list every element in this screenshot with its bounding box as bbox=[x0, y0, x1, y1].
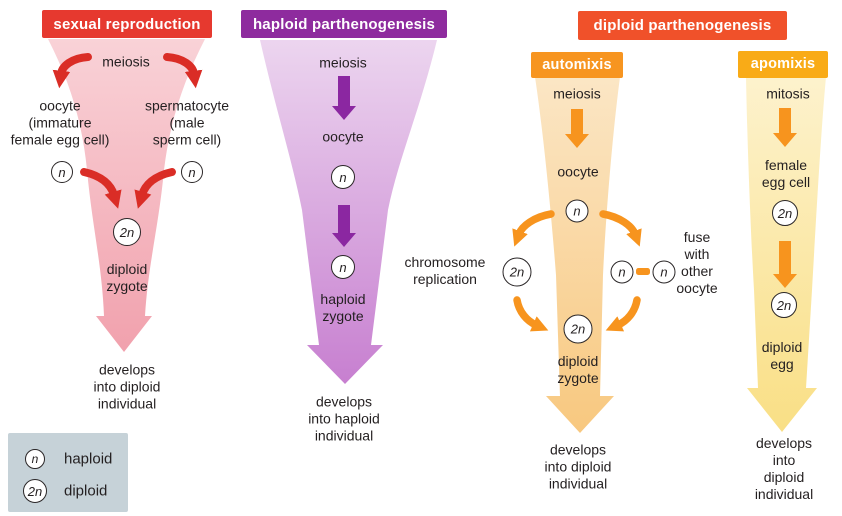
fuse-link-dash bbox=[636, 268, 650, 275]
apomixis-egg-cell-ploidy-circle: 2n bbox=[772, 200, 798, 226]
apomixis-mitosis-label: mitosis bbox=[766, 85, 810, 102]
fuse-with-other-oocyte-label: fuse with other oocyte bbox=[676, 228, 718, 297]
haploid-meiosis-arrow bbox=[332, 76, 356, 120]
automixis-zygote-label: diploid zygote bbox=[557, 352, 599, 386]
haploid-oocyte-arrow bbox=[332, 205, 356, 247]
sexual-spermatocyte-label: spermatocyte (male sperm cell) bbox=[144, 97, 230, 148]
sexual-outcome-label: develops into diploid individual bbox=[93, 361, 161, 412]
meiosis-to-oocyte-arrow bbox=[52, 53, 92, 89]
automixis-funnel-arrow bbox=[535, 77, 620, 433]
automixis-fuse-left-ploidy-circle: n bbox=[610, 260, 634, 284]
header-diploid-parthenogenesis: diploid parthenogenesis bbox=[578, 11, 787, 40]
header-sexual-reproduction: sexual reproduction bbox=[42, 10, 212, 38]
legend-haploid-circle: n bbox=[25, 449, 45, 469]
spermatocyte-to-zygote-arrow bbox=[134, 168, 176, 209]
sexual-oocyte-ploidy-circle: n bbox=[51, 161, 73, 183]
apomixis-mitosis-arrow bbox=[773, 108, 797, 147]
apomixis-egg-ploidy-circle: 2n bbox=[771, 292, 797, 318]
automixis-outcome-label: develops into diploid individual bbox=[544, 441, 612, 492]
automixis-fuse-right-ploidy-circle: n bbox=[652, 260, 676, 284]
haploid-outcome-label: develops into haploid individual bbox=[308, 393, 380, 444]
header-haploid-parthenogenesis: haploid parthenogenesis bbox=[241, 10, 447, 38]
apomixis-eggcell-arrow bbox=[773, 241, 797, 288]
automixis-left-merge-arrow bbox=[513, 296, 549, 332]
haploid-oocyte-label: oocyte bbox=[322, 128, 364, 145]
automixis-meiosis-arrow bbox=[565, 109, 589, 148]
ploidy-legend: n haploid 2n diploid bbox=[8, 433, 128, 512]
automixis-replication-ploidy-circle: 2n bbox=[502, 257, 532, 287]
chromosome-replication-label: chromosome replication bbox=[404, 253, 486, 287]
apomixis-egg-cell-label: female egg cell bbox=[761, 156, 811, 190]
sexual-oocyte-label: oocyte (immature female egg cell) bbox=[10, 97, 110, 148]
automixis-oocyte-label: oocyte bbox=[557, 163, 599, 180]
legend-diploid-label: diploid bbox=[64, 482, 108, 500]
legend-diploid-circle: 2n bbox=[23, 479, 47, 503]
automixis-meiosis-label: meiosis bbox=[553, 85, 601, 102]
legend-haploid-label: haploid bbox=[64, 450, 113, 468]
apomixis-egg-label: diploid egg bbox=[761, 338, 803, 372]
haploid-meiosis-label: meiosis bbox=[319, 54, 367, 71]
meiosis-to-spermatocyte-arrow bbox=[163, 53, 203, 89]
haploid-oocyte-ploidy-circle: n bbox=[331, 165, 355, 189]
sexual-spermatocyte-ploidy-circle: n bbox=[181, 161, 203, 183]
header-automixis: automixis bbox=[531, 52, 623, 78]
sexual-meiosis-label: meiosis bbox=[102, 53, 150, 70]
sexual-zygote-ploidy-circle: 2n bbox=[113, 218, 141, 246]
header-apomixis: apomixis bbox=[738, 51, 828, 78]
automixis-right-merge-arrow bbox=[605, 296, 641, 332]
sexual-funnel-arrow bbox=[48, 39, 205, 352]
sexual-zygote-label: diploid zygote bbox=[106, 260, 148, 294]
haploid-zygote-label: haploid zygote bbox=[320, 290, 366, 324]
automixis-oocyte-ploidy-circle: n bbox=[565, 199, 589, 223]
oocyte-to-zygote-arrow bbox=[80, 168, 122, 209]
automixis-left-down-arrow bbox=[512, 210, 555, 247]
apomixis-outcome-label: develops into diploid individual bbox=[754, 434, 814, 503]
automixis-right-down-arrow bbox=[599, 210, 642, 247]
haploid-zygote-ploidy-circle: n bbox=[331, 255, 355, 279]
automixis-zygote-ploidy-circle: 2n bbox=[563, 314, 593, 344]
